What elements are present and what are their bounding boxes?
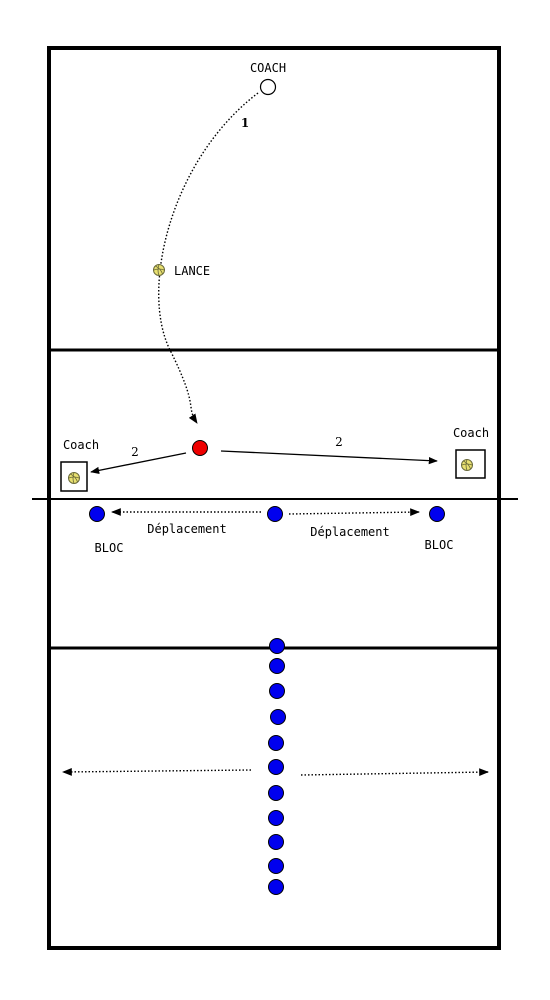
volleyball-icon [68,472,80,484]
lateral-arrow-left [62,767,252,776]
bloc-left-label: BLOC [95,541,124,555]
player-dot-icon [268,810,284,826]
player-dot-icon [268,879,284,895]
toss-trajectory-arrow [158,92,259,424]
deplacement-arrow-right [288,508,420,517]
lateral-arrow-right [300,768,489,777]
lance-label: LANCE [174,264,210,278]
coach-circle-icon [259,78,277,96]
setter-dot-icon [192,440,208,456]
player-dot-icon [268,858,284,874]
bloc-right-label: BLOC [425,538,454,552]
player-dot-icon [269,638,285,654]
volleyball-icon [461,459,473,471]
player-dot-icon [429,506,445,522]
step-2-left-label: 2 [131,445,139,459]
player-dot-icon [268,759,284,775]
volleyball-icon [153,264,165,276]
step-1-label: 1 [241,116,249,130]
coach-top-label: COACH [250,61,286,75]
set-arrow-left [90,452,187,474]
deplacement-left-label: Déplacement [147,522,226,536]
player-dot-icon [267,506,283,522]
step-2-right-label: 2 [335,435,343,449]
coach-right-label: Coach [453,426,489,440]
player-dot-icon [270,709,286,725]
player-dot-icon [268,785,284,801]
player-dot-icon [268,735,284,751]
player-dot-icon [268,834,284,850]
coach-left-label: Coach [63,438,99,452]
set-arrow-right [220,450,438,465]
deplacement-right-label: Déplacement [310,525,389,539]
player-dot-icon [89,506,105,522]
player-dot-icon [269,658,285,674]
player-dot-icon [269,683,285,699]
